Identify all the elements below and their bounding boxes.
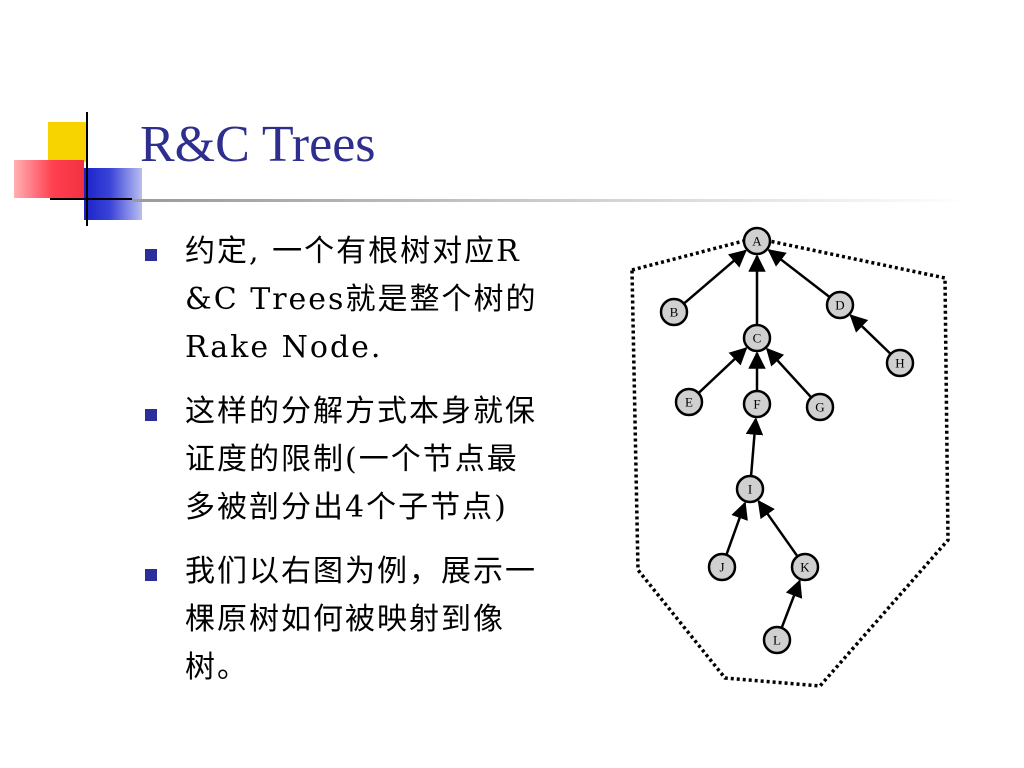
tree-boundary-outline [630,236,950,688]
tree-node-circle [742,323,772,353]
tree-node-label: C [753,331,762,346]
tree-node-k: K [790,552,820,582]
tree-node-h: H [885,348,915,378]
rc-tree-diagram: A B C D E F G H I J K L [630,226,950,688]
tree-edge-g-to-c [765,347,812,398]
title-ornament-horizontal-line [50,198,132,200]
tree-node-e: E [674,387,704,417]
tree-node-circle [825,290,855,320]
tree-node-a: A [742,226,772,256]
tree-node-circle [707,552,737,582]
bullet-square-icon [145,409,157,421]
tree-node-i: I [735,474,765,504]
tree-node-label: G [815,400,824,415]
tree-node-label: D [835,298,844,313]
bullet-square-icon [145,569,157,581]
bullet-item: 我们以右图为例，展示一棵原树如何被映射到像树。 [145,548,545,692]
tree-node-label: F [753,397,760,412]
tree-node-circle [885,348,915,378]
tree-node-circle [659,297,689,327]
tree-node-b: B [659,297,689,327]
tree-node-label: J [719,560,724,575]
tree-node-circle [674,387,704,417]
tree-node-d: D [825,290,855,320]
tree-node-label: A [752,234,762,249]
bullet-list: 约定, 一个有根树对应R&C Trees就是整个树的Rake Node. 这样的… [145,228,545,708]
title-ornament-vertical-line [86,112,88,226]
tree-edge-h-to-d [849,314,891,355]
tree-edge-l-to-k [780,579,803,628]
tree-node-g: G [805,392,835,422]
title-ornament-red-bar [14,160,84,198]
tree-node-circle [790,552,820,582]
bullet-text: 约定, 一个有根树对应R&C Trees就是整个树的Rake Node. [185,234,538,365]
tree-edge-j-to-i [725,501,748,555]
tree-edge-i-to-f [745,417,764,476]
tree-node-f: F [742,389,772,419]
tree-node-j: J [707,552,737,582]
tree-node-circle [762,625,792,655]
tree-node-label: E [685,395,693,410]
tree-node-label: H [895,356,904,371]
slide-title: R&C Trees [140,116,376,173]
tree-node-label: K [800,560,810,575]
tree-edge-e-to-c [698,347,748,394]
bullet-text: 这样的分解方式本身就保证度的限制(一个节点最多被剖分出4个子节点) [185,394,537,525]
tree-node-circle [742,389,772,419]
title-ornament-blue-square [84,168,142,220]
tree-node-l: L [762,625,792,655]
tree-edges [683,249,891,628]
tree-edge-d-to-a [767,249,830,298]
bullet-text: 我们以右图为例，展示一棵原树如何被映射到像树。 [185,554,537,685]
tree-node-label: B [670,305,679,320]
bullet-square-icon [145,249,157,261]
tree-node-label: L [773,633,781,648]
title-underline [132,199,972,202]
tree-node-circle [742,226,772,256]
tree-nodes: A B C D E F G H I J K L [659,226,915,655]
tree-node-label: I [748,482,752,497]
bullet-item: 约定, 一个有根树对应R&C Trees就是整个树的Rake Node. [145,228,545,372]
tree-node-circle [735,474,765,504]
tree-edge-k-to-i [757,499,798,557]
tree-node-c: C [742,323,772,353]
title-ornament-yellow-square [48,122,88,162]
tree-node-circle [805,392,835,422]
bullet-item: 这样的分解方式本身就保证度的限制(一个节点最多被剖分出4个子节点) [145,388,545,532]
tree-edge-b-to-a [683,249,747,304]
